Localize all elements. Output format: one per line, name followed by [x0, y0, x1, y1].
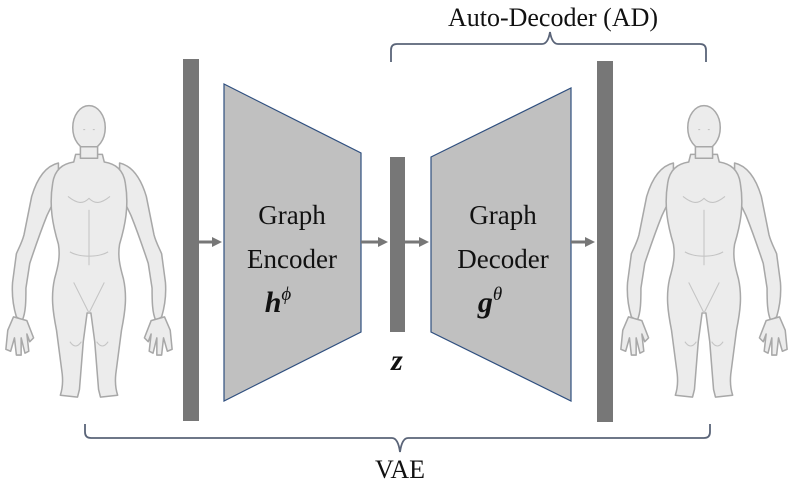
arrow-z-to-decoder — [405, 237, 429, 247]
output-human-mesh-icon — [620, 104, 788, 398]
auto-decoder-bracket — [390, 31, 707, 62]
arrow-decoder-to-output — [571, 237, 595, 247]
graph-encoder-block — [223, 83, 362, 402]
input-human-mesh-icon — [5, 104, 173, 398]
input-layer-bar — [183, 59, 199, 421]
arrow-input-to-encoder — [199, 237, 222, 247]
vae-bracket — [84, 424, 711, 453]
encoder-label-line2: Encoder — [247, 244, 337, 274]
latent-z-bar — [390, 157, 405, 332]
graph-decoder-block — [430, 87, 572, 402]
vae-label: VAE — [375, 455, 425, 484]
decoder-label-line1: Graph — [469, 200, 537, 230]
output-layer-bar — [597, 61, 613, 422]
arrow-encoder-to-z — [361, 237, 388, 247]
decoder-label-line2: Decoder — [457, 244, 548, 274]
auto-decoder-label: Auto-Decoder (AD) — [448, 3, 658, 32]
decoder-symbol: gθ — [477, 284, 502, 319]
encoder-label-line1: Graph — [258, 200, 326, 230]
encoder-symbol: hϕ — [265, 284, 292, 319]
latent-z-label: z — [390, 344, 403, 377]
